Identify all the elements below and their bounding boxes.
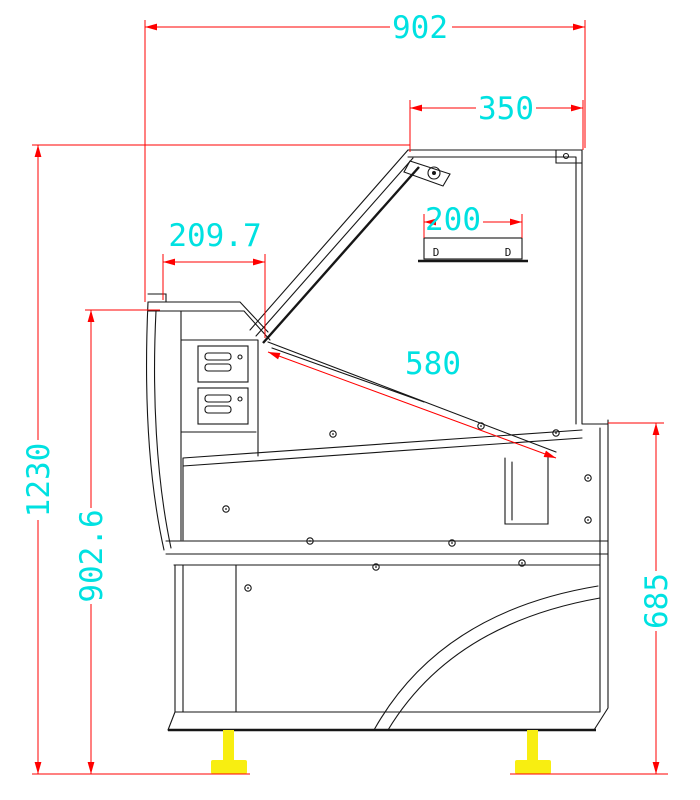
dim-label-200: 200 (425, 202, 481, 238)
vent-slot (204, 363, 232, 372)
dim-lid-width: 350 (409, 91, 584, 152)
dim-overall-width: 902 (144, 10, 586, 302)
vent-grilles (197, 345, 249, 425)
dim-left-height: 902.6 (74, 309, 160, 774)
adjustable-feet (211, 730, 551, 774)
vent-grille-lower (197, 387, 249, 425)
lower-cabinet (167, 419, 609, 731)
left-bowed-front (146, 301, 172, 551)
fastener-mark-left: D (433, 246, 440, 259)
dimension-annotations: 902 350 200 209.7 580 (21, 10, 675, 775)
corner-bolt (562, 152, 570, 160)
hinge-circle (427, 166, 441, 180)
vent-slot (204, 394, 232, 403)
dim-cutout-width: 200 (423, 202, 523, 238)
lid-hinge (403, 152, 570, 187)
dim-label-902: 902 (392, 10, 448, 46)
fastener-mark-right: D (505, 246, 512, 259)
dim-label-685: 685 (639, 573, 675, 629)
left-tower (147, 293, 271, 541)
left-foot-stem (223, 730, 234, 762)
dim-label-350: 350 (478, 91, 534, 127)
vent-screw (237, 354, 243, 360)
case-drawing: D D (146, 149, 609, 774)
dim-overall-height: 1230 (21, 144, 410, 775)
hinge-bracket (403, 160, 451, 187)
vent-slot (204, 352, 232, 361)
display-deck (182, 429, 583, 541)
right-foot-base (515, 760, 551, 774)
slanted-glass (249, 149, 414, 337)
counter-band (165, 540, 609, 566)
vent-screw (237, 396, 243, 402)
dim-label-209-7: 209.7 (168, 218, 261, 254)
hinge-pin (432, 171, 436, 175)
left-foot-base (211, 760, 247, 774)
vent-grille-upper (197, 345, 249, 383)
vent-slot (204, 405, 232, 414)
cutout-rect (423, 237, 523, 260)
curved-panel (373, 585, 601, 731)
dim-glass-length: 580 (267, 346, 557, 459)
slanted-glass-panel (262, 166, 420, 344)
screw-markers (222, 422, 592, 592)
lid-cutout-detail: D D (418, 237, 528, 263)
dim-label-1230: 1230 (21, 443, 57, 518)
dim-upper-left-depth: 209.7 (162, 218, 266, 338)
dim-right-height: 685 (510, 422, 675, 775)
dim-label-902-6: 902.6 (74, 509, 110, 602)
dim-label-580: 580 (405, 346, 461, 382)
right-foot-stem (527, 730, 538, 762)
lid-and-right-panel (407, 149, 609, 425)
